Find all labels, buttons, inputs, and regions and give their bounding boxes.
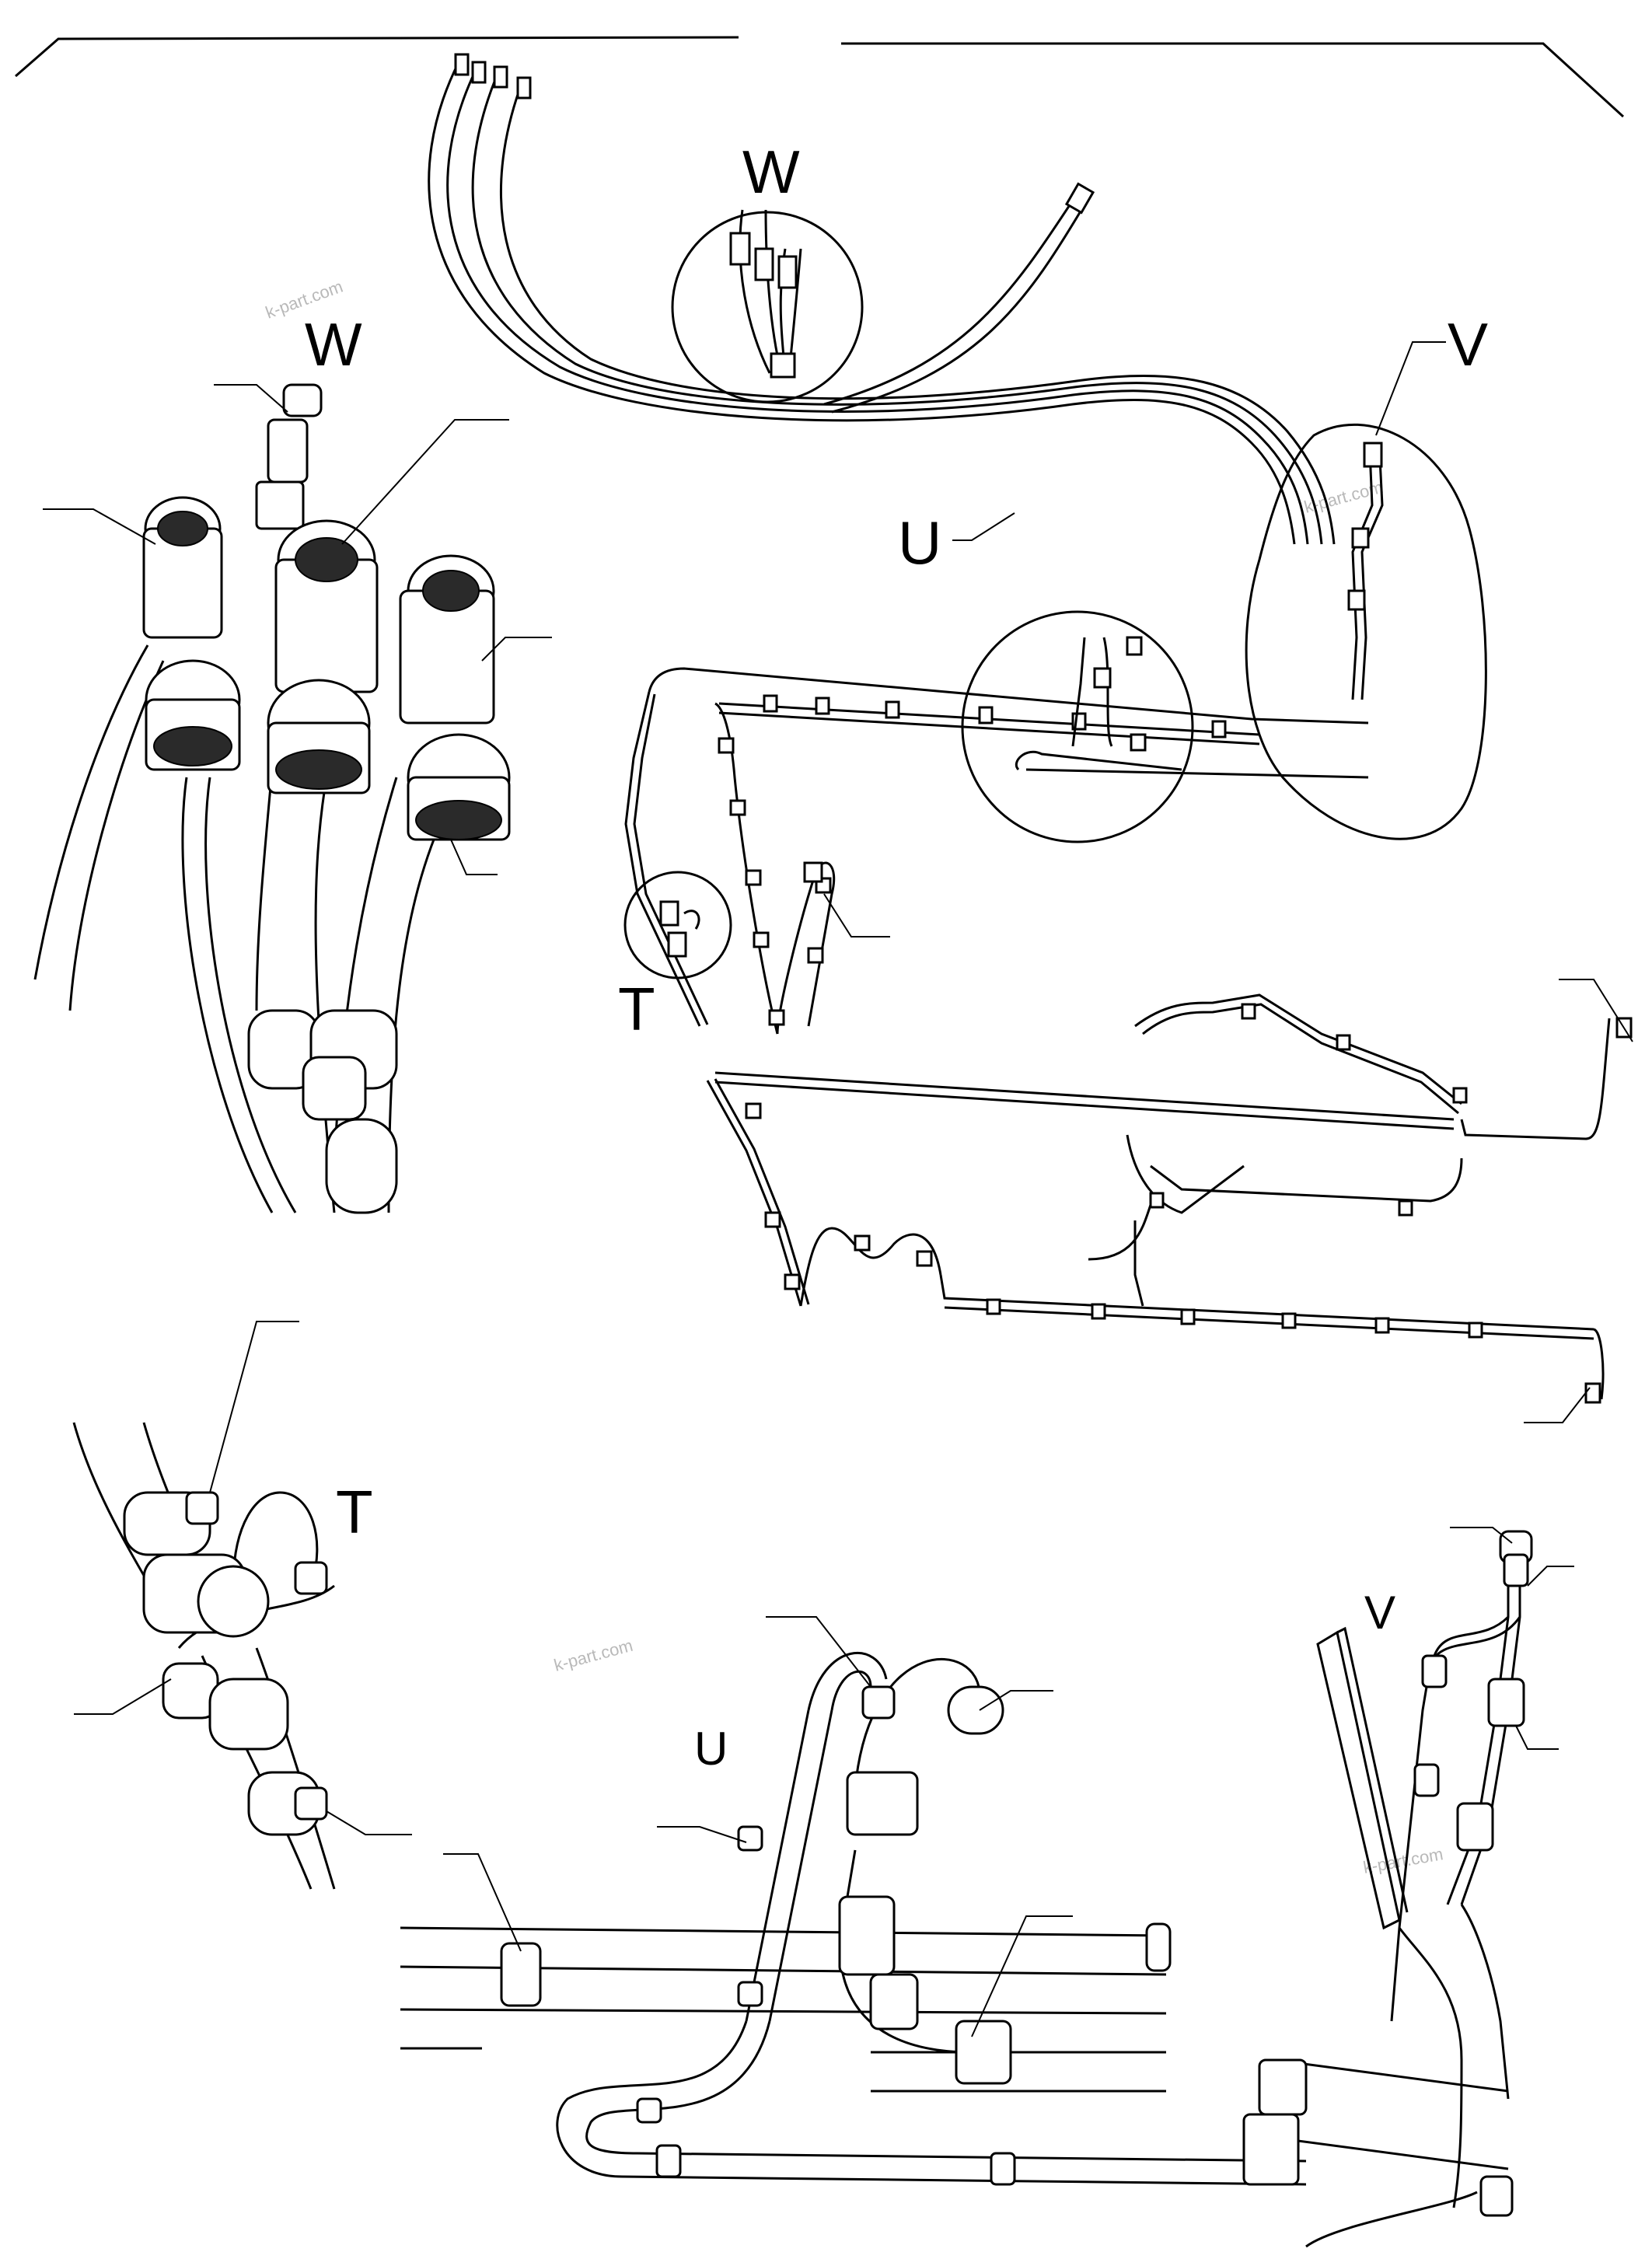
hose-fitting-icon	[247, 1009, 398, 1214]
hose-fitting-icon	[500, 1685, 1172, 2186]
main-frame-hose	[648, 667, 1369, 724]
view-detail-label: V	[1364, 1587, 1395, 1639]
circular-connector-icon	[399, 554, 511, 841]
view-callout-label: W	[742, 138, 800, 206]
circular-connector-icon	[142, 496, 241, 771]
hose-fitting-icon	[123, 1491, 328, 1836]
callout-circle-w: W	[671, 138, 864, 403]
circular-connector-icon	[267, 519, 379, 794]
callout-circle-u: U	[898, 508, 1194, 843]
callout-oval-v: V	[1245, 310, 1488, 840]
view-detail-label: T	[336, 1478, 373, 1546]
hose-clamp-icon	[718, 694, 1633, 1404]
view-detail-label: W	[305, 310, 362, 379]
main-harness-assembly: W	[428, 53, 1633, 1423]
leader-lines	[823, 893, 1633, 1423]
view-callout-label: T	[618, 975, 655, 1043]
view-callout-label: V	[1448, 310, 1488, 379]
detail-view-t: T	[72, 1321, 412, 1890]
circular-connector-icon	[255, 383, 323, 530]
watermark-text: k-part.com	[552, 1636, 635, 1675]
detail-view-u: U	[400, 1616, 1307, 2186]
watermark-text: k-part.com	[1362, 1844, 1445, 1877]
upper-hose-bundle	[428, 53, 1336, 545]
hose-fitting-icon	[1242, 1530, 1533, 2217]
callout-circle-t: T	[618, 871, 732, 1043]
frame-lines	[15, 36, 1625, 118]
view-detail-label: U	[694, 1723, 728, 1775]
circular-connector-icon	[729, 232, 798, 379]
detail-view-v: V	[1242, 1527, 1574, 2248]
hose-fitting-icon	[454, 53, 1095, 215]
watermarks: k-part.com k-part.com k-part.com k-part.…	[263, 277, 1444, 1877]
detail-view-w: W	[33, 310, 552, 1214]
view-callout-label: U	[898, 508, 941, 577]
